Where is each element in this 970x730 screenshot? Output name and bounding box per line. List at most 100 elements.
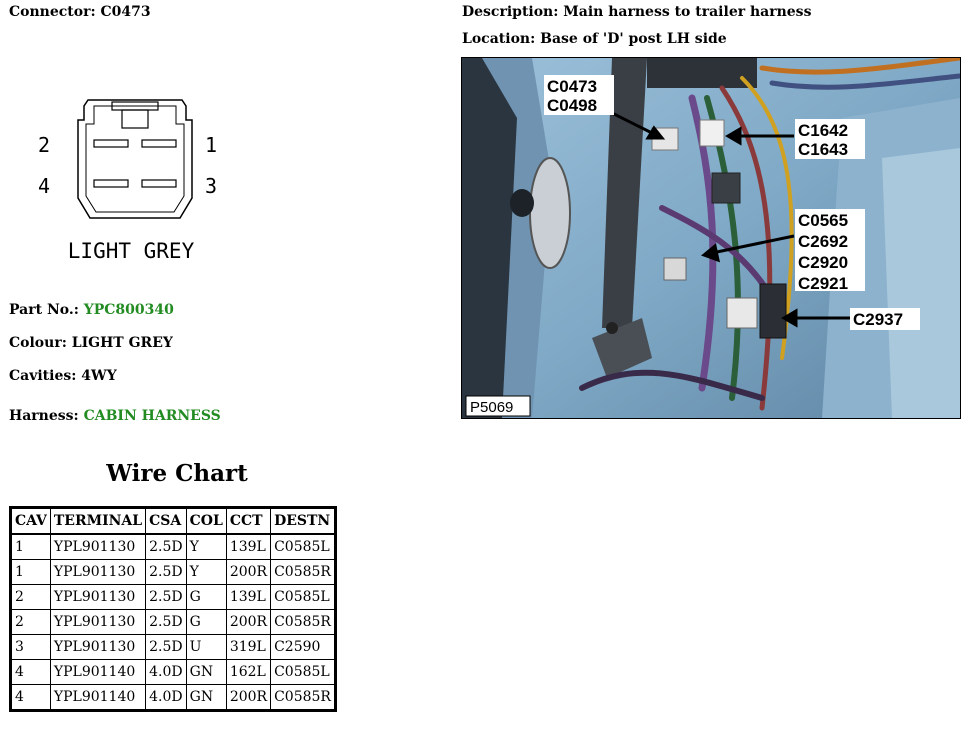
pin-1-label: 1 — [205, 133, 217, 157]
table-row: 2 YPL901130 2.5D G 139L C0585L — [10, 584, 336, 610]
cell-col: GN — [185, 684, 227, 711]
table-row: 1 YPL901130 2.5D Y 200R C0585R — [10, 559, 336, 585]
cell-cct: 162L — [225, 659, 272, 685]
callout-c2937: C2937 — [853, 310, 903, 329]
cell-cct: 200R — [225, 559, 272, 585]
colour-value: LIGHT GREY — [71, 335, 173, 351]
description-label: Description: — [462, 4, 559, 20]
cell-cct: 139L — [225, 584, 272, 610]
cavity-2 — [93, 139, 129, 148]
description-value: Main harness to trailer harness — [563, 4, 812, 20]
cell-cct: 200R — [225, 609, 272, 635]
pin-4-label: 4 — [38, 174, 50, 198]
part-number-link[interactable]: YPC800340 — [83, 302, 174, 318]
cell-terminal: YPL901130 — [49, 584, 147, 610]
table-row: 2 YPL901130 2.5D G 200R C0585R — [10, 609, 336, 635]
harness-field: Harness: CABIN HARNESS — [9, 408, 221, 424]
connector-body — [77, 99, 193, 219]
cell-cav: 1 — [10, 559, 51, 585]
cell-terminal: YPL901140 — [49, 659, 147, 685]
cell-destn: C0585R — [270, 609, 336, 635]
cell-csa: 4.0D — [145, 659, 187, 685]
cell-csa: 2.5D — [145, 609, 187, 635]
cavity-4 — [93, 179, 129, 188]
location-photo-illustration: C0473 C0498 C1642 C1643 C0565 C2692 C292… — [462, 58, 960, 418]
callout-c2921: C2921 — [798, 274, 848, 293]
wire-chart-header-row: CAV TERMINAL CSA COL CCT DESTN — [10, 507, 336, 535]
cell-cct: 319L — [225, 634, 272, 660]
cell-cct: 139L — [225, 533, 272, 560]
cell-terminal: YPL901130 — [49, 634, 147, 660]
connector-inner — [85, 105, 185, 213]
cell-cav: 2 — [10, 584, 51, 610]
cell-col: GN — [185, 659, 227, 685]
cell-terminal: YPL901130 — [49, 609, 147, 635]
cell-terminal: YPL901130 — [49, 533, 147, 560]
cell-col: G — [185, 584, 227, 610]
cell-csa: 4.0D — [145, 684, 187, 711]
cell-csa: 2.5D — [145, 584, 187, 610]
connector-face-drawing: 2 1 4 3 LIGHT GREY — [38, 99, 217, 263]
connector-field: Connector: C0473 — [9, 4, 151, 20]
photo-reference: P5069 — [470, 399, 513, 416]
wire-chart-table: CAV TERMINAL CSA COL CCT DESTN 1 YPL9011… — [9, 506, 337, 712]
pin-3-label: 3 — [205, 174, 217, 198]
location-photo: C0473 C0498 C1642 C1643 C0565 C2692 C292… — [461, 57, 961, 419]
cell-csa: 2.5D — [145, 634, 187, 660]
part-number-label: Part No.: — [9, 302, 79, 318]
cell-destn: C2590 — [270, 634, 336, 660]
cell-cav: 4 — [10, 659, 51, 685]
cell-terminal: YPL901130 — [49, 559, 147, 585]
col-header-cct: CCT — [225, 507, 272, 535]
cell-csa: 2.5D — [145, 559, 187, 585]
cell-cav: 4 — [10, 684, 51, 711]
cell-col: U — [185, 634, 227, 660]
colour-caption: LIGHT GREY — [68, 239, 195, 263]
connector-label: Connector: — [9, 4, 96, 20]
cell-csa: 2.5D — [145, 533, 187, 560]
harness-label: Harness: — [9, 408, 79, 424]
cell-cav: 3 — [10, 634, 51, 660]
colour-field: Colour: LIGHT GREY — [9, 335, 173, 351]
location-field: Location: Base of 'D' post LH side — [462, 31, 727, 47]
cell-col: Y — [185, 533, 227, 560]
cell-destn: C0585L — [270, 533, 336, 560]
part-number-field: Part No.: YPC800340 — [9, 302, 174, 318]
location-value: Base of 'D' post LH side — [540, 31, 727, 47]
cell-destn: C0585R — [270, 684, 336, 711]
cavities-field: Cavities: 4WY — [9, 368, 117, 384]
colour-label: Colour: — [9, 335, 67, 351]
table-row: 4 YPL901140 4.0D GN 200R C0585R — [10, 684, 336, 711]
description-field: Description: Main harness to trailer har… — [462, 4, 811, 20]
cell-destn: C0585R — [270, 559, 336, 585]
callout-c2920: C2920 — [798, 253, 848, 272]
col-header-col: COL — [185, 507, 227, 535]
cavity-1 — [141, 139, 177, 148]
wire-chart-title: Wire Chart — [106, 460, 248, 487]
col-header-cav: CAV — [10, 507, 51, 535]
callout-c0498: C0498 — [547, 96, 597, 115]
cell-cav: 1 — [10, 533, 51, 560]
cell-cav: 2 — [10, 609, 51, 635]
connector-diagram: 2 1 4 3 LIGHT GREY — [30, 80, 240, 270]
col-header-terminal: TERMINAL — [49, 507, 147, 535]
cavities-value: 4WY — [81, 368, 117, 384]
cavities-label: Cavities: — [9, 368, 77, 384]
cell-col: Y — [185, 559, 227, 585]
callout-c1642: C1642 — [798, 121, 848, 140]
cell-destn: C0585L — [270, 659, 336, 685]
col-header-csa: CSA — [145, 507, 187, 535]
callout-c2692: C2692 — [798, 232, 848, 251]
connector-value: C0473 — [100, 4, 151, 20]
cell-destn: C0585L — [270, 584, 336, 610]
cell-terminal: YPL901140 — [49, 684, 147, 711]
pin-2-label: 2 — [38, 133, 50, 157]
cavity-3 — [141, 179, 177, 188]
location-label: Location: — [462, 31, 536, 47]
callout-c0473: C0473 — [547, 77, 597, 96]
table-row: 4 YPL901140 4.0D GN 162L C0585L — [10, 659, 336, 685]
callout-c1643: C1643 — [798, 140, 848, 159]
callout-c0565: C0565 — [798, 211, 848, 230]
table-row: 1 YPL901130 2.5D Y 139L C0585L — [10, 533, 336, 560]
harness-link[interactable]: CABIN HARNESS — [83, 408, 221, 424]
